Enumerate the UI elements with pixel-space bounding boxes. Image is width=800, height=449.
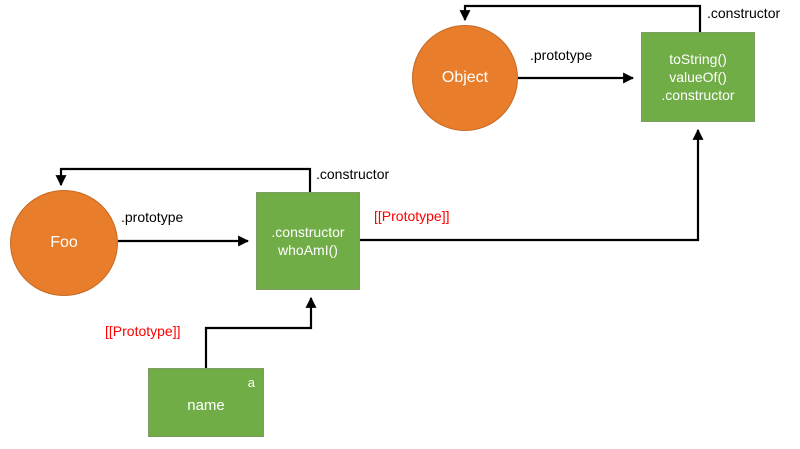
node-foo-prototype-label: .constructor whoAmI() — [271, 224, 345, 258]
node-object-prototype-label: toString() valueOf() .constructor — [661, 51, 735, 103]
node-instance-a-box[interactable]: a name — [148, 368, 264, 437]
node-object-label: Object — [441, 69, 489, 86]
node-instance-a-label: name — [187, 397, 225, 414]
connector-a-to-foo-proto — [204, 296, 317, 368]
edge-label-foo-prototype: .prototype — [121, 209, 184, 225]
node-foo-prototype-box[interactable]: .constructor whoAmI() — [256, 192, 360, 290]
edge-label-object-prototype: .prototype — [530, 47, 593, 63]
node-object-circle[interactable]: Object — [412, 25, 518, 131]
connector-foo-proto-to-object-proto — [360, 128, 704, 242]
node-foo-label: Foo — [50, 234, 78, 251]
node-foo-circle[interactable]: Foo — [10, 190, 118, 296]
edge-label-foo-constructor: .constructor — [316, 166, 390, 182]
edge-label-a-to-foo-proto: [[Prototype]] — [105, 323, 181, 339]
edge-label-foo-proto-to-object-proto: [[Prototype]] — [374, 208, 450, 224]
node-object-prototype-box[interactable]: toString() valueOf() .constructor — [641, 32, 755, 122]
node-instance-a-corner-label: a — [247, 375, 255, 390]
edge-label-object-constructor: .constructor — [707, 5, 781, 21]
connector-foo-constructor — [55, 167, 312, 192]
connector-object-constructor — [459, 4, 702, 32]
